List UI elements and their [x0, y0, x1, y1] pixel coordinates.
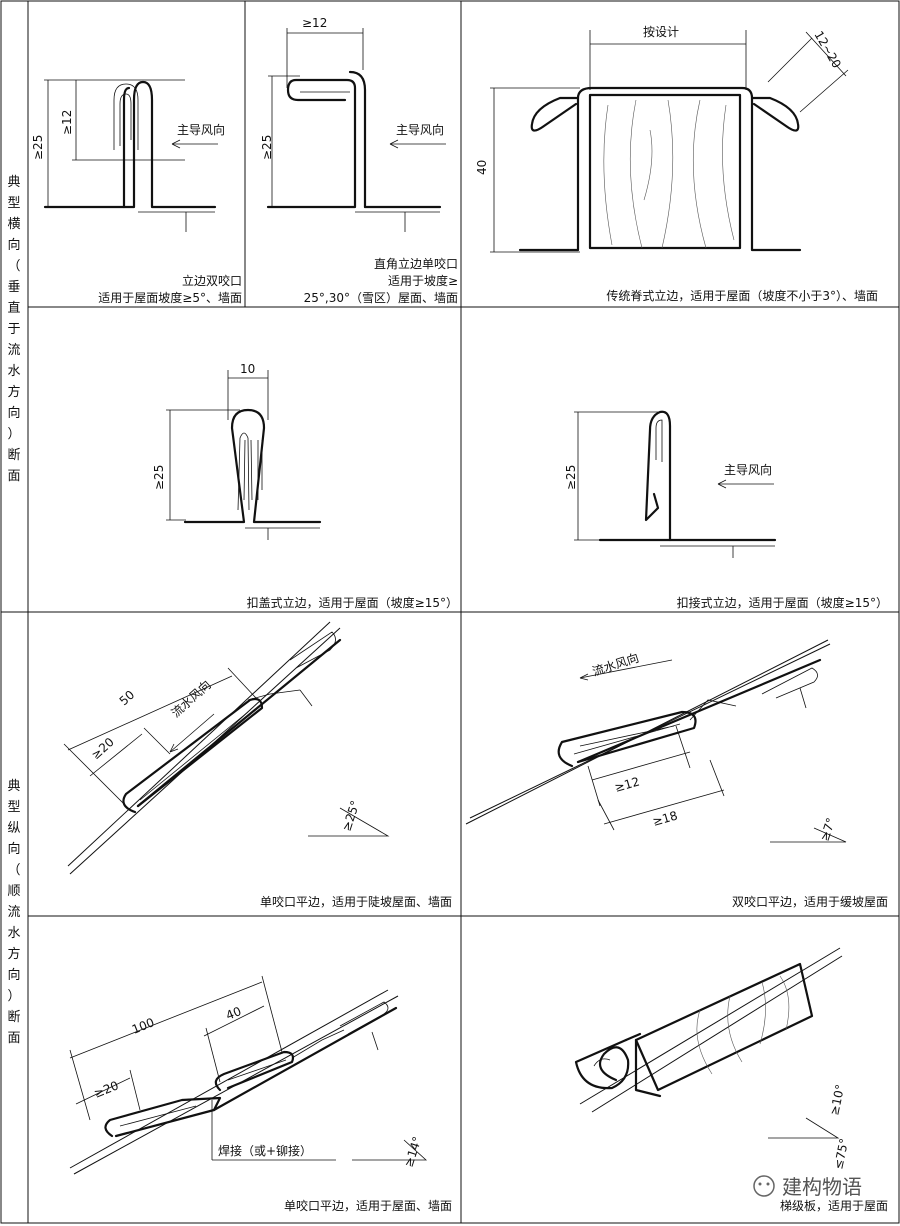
- svg-text:）: ）: [7, 989, 20, 1004]
- side-label-transverse: 典 型 横 向 （ 垂 直 于 流 水 方 向 ） 断 面: [7, 175, 20, 484]
- svg-text:）: ）: [7, 427, 20, 442]
- ridge-right-flange: [750, 96, 802, 252]
- svg-text:≥25°: ≥25°: [340, 799, 363, 833]
- panel-double-standing-seam: ≥25 ≥12 主导风向 立边双咬口 适用于屋面坡度≥5°、墙面: [31, 79, 242, 305]
- svg-text:（: （: [7, 259, 20, 274]
- svg-text:≥12: ≥12: [60, 110, 74, 135]
- svg-text:直: 直: [7, 301, 20, 316]
- svg-text:流: 流: [7, 343, 20, 358]
- svg-text:适用于坡度≥: 适用于坡度≥: [388, 273, 458, 288]
- svg-text:方: 方: [7, 946, 20, 962]
- wechat-icon: [753, 1175, 775, 1197]
- svg-text:典: 典: [7, 779, 20, 794]
- svg-text:典: 典: [7, 175, 20, 190]
- svg-text:≥12: ≥12: [302, 16, 327, 30]
- svg-text:流水风向: 流水风向: [168, 677, 214, 720]
- upper-seam: [214, 1050, 295, 1092]
- snap-outline: [598, 410, 672, 542]
- svg-text:于: 于: [7, 322, 20, 337]
- wood-block: [634, 962, 814, 1092]
- panel-stepped-plank: ≥10° ≤75° 建构物语 梯级板，适用于屋面: [574, 947, 888, 1213]
- svg-text:25°,30°（雪区）屋面、墙面: 25°,30°（雪区）屋面、墙面: [304, 291, 458, 305]
- svg-text:10: 10: [240, 362, 255, 376]
- svg-text:≤75°: ≤75°: [831, 1137, 851, 1171]
- side-label-longitudinal: 典 型 纵 向 （ 顺 流 水 方 向 ） 断 面: [7, 779, 20, 1046]
- svg-text:（: （: [7, 863, 20, 878]
- svg-text:≥25: ≥25: [31, 135, 45, 160]
- seam-outline: [266, 78, 357, 209]
- svg-text:向: 向: [7, 405, 20, 421]
- svg-text:40: 40: [475, 160, 489, 175]
- svg-text:50: 50: [117, 688, 138, 709]
- svg-text:方: 方: [7, 384, 20, 400]
- panel-ridge-seam: 40 按设计 12~20 传统脊式立边，适用于屋面（坡度不小于3°）、墙面: [475, 25, 878, 303]
- svg-text:垂: 垂: [7, 280, 20, 295]
- svg-text:适用于屋面坡度≥5°、墙面: 适用于屋面坡度≥5°、墙面: [98, 290, 242, 305]
- svg-text:40: 40: [224, 1004, 243, 1023]
- panel-single-flat-seam-weld: 100 40 ≥20 焊接（或+铆接） ≥14° 单咬口平边，适用于屋面、墙面: [69, 975, 452, 1213]
- panel-right-angle-single-seam: ≥12 ≥25 主导风向 直角立边单咬口 适用于坡度≥ 25°,30°（雪区）屋…: [260, 16, 458, 305]
- watermark: 建构物语: [753, 1175, 862, 1199]
- svg-text:横: 横: [7, 217, 20, 232]
- cap-outline: [183, 408, 322, 524]
- panel-double-flat-seam: 流水风向 ≥12 ≥18 ≥7° 双咬口平边，适用于缓坡屋面: [465, 639, 888, 909]
- svg-text:断: 断: [7, 448, 20, 463]
- svg-text:主导风向: 主导风向: [177, 122, 225, 137]
- svg-text:梯级板，适用于屋面: 梯级板，适用于屋面: [780, 1199, 888, 1213]
- svg-text:纵: 纵: [7, 821, 20, 836]
- svg-text:面: 面: [7, 1031, 20, 1046]
- svg-text:传统脊式立边，适用于屋面（坡度不小于3°）、墙面: 传统脊式立边，适用于屋面（坡度不小于3°）、墙面: [606, 288, 878, 303]
- svg-text:单咬口平边，适用于陡坡屋面、墙面: 单咬口平边，适用于陡坡屋面、墙面: [260, 894, 452, 909]
- svg-text:≥20: ≥20: [92, 1078, 121, 1100]
- svg-text:单咬口平边，适用于屋面、墙面: 单咬口平边，适用于屋面、墙面: [284, 1198, 452, 1213]
- svg-text:12~20: 12~20: [811, 29, 843, 71]
- svg-text:流: 流: [7, 905, 20, 920]
- svg-text:主导风向: 主导风向: [724, 462, 772, 477]
- svg-text:100: 100: [130, 1015, 156, 1037]
- svg-text:断: 断: [7, 1010, 20, 1025]
- svg-text:流水风向: 流水风向: [590, 650, 640, 679]
- svg-text:型: 型: [7, 196, 20, 211]
- svg-text:向: 向: [7, 841, 20, 857]
- svg-text:≥18: ≥18: [651, 808, 679, 828]
- svg-text:面: 面: [7, 469, 20, 484]
- svg-text:≥12: ≥12: [613, 774, 641, 794]
- svg-text:主导风向: 主导风向: [396, 122, 444, 137]
- svg-text:型: 型: [7, 800, 20, 815]
- svg-text:立边双咬口: 立边双咬口: [182, 273, 242, 288]
- svg-text:向: 向: [7, 237, 20, 253]
- seam-outline: [43, 80, 217, 209]
- ridge-left-flange: [518, 96, 580, 252]
- svg-text:扣接式立边，适用于屋面（坡度≥15°）: 扣接式立边，适用于屋面（坡度≥15°）: [677, 595, 888, 610]
- svg-text:按设计: 按设计: [643, 25, 679, 39]
- svg-text:水: 水: [7, 926, 20, 941]
- svg-text:≥25: ≥25: [152, 465, 166, 490]
- svg-text:≥25: ≥25: [564, 465, 578, 490]
- svg-text:≥10°: ≥10°: [827, 1083, 847, 1117]
- outer-fold: [557, 710, 697, 768]
- panel-cap-cover-seam: ≥25 10 扣盖式立边，适用于屋面（坡度≥15°）: [152, 362, 458, 610]
- svg-text:建构物语: 建构物语: [782, 1175, 862, 1199]
- svg-text:顺: 顺: [7, 884, 20, 899]
- svg-text:焊接（或+铆接）: 焊接（或+铆接）: [218, 1143, 312, 1158]
- svg-text:双咬口平边，适用于缓坡屋面: 双咬口平边，适用于缓坡屋面: [732, 894, 888, 909]
- svg-text:≥7°: ≥7°: [818, 816, 839, 843]
- svg-text:水: 水: [7, 364, 20, 379]
- lower-seam: [104, 1096, 222, 1138]
- svg-text:直角立边单咬口: 直角立边单咬口: [374, 256, 458, 271]
- svg-text:≥14°: ≥14°: [402, 1135, 425, 1169]
- svg-text:≥25: ≥25: [260, 135, 274, 160]
- panel-snap-lock-seam: ≥25 主导风向 扣接式立边，适用于屋面（坡度≥15°）: [564, 410, 888, 610]
- svg-text:向: 向: [7, 967, 20, 983]
- svg-text:扣盖式立边，适用于屋面（坡度≥15°）: 扣盖式立边，适用于屋面（坡度≥15°）: [247, 595, 458, 610]
- panel-single-flat-seam-steep: 50 ≥20 流水风向 ≥25° 单咬口平边，适用于陡坡屋面、墙面: [63, 621, 452, 909]
